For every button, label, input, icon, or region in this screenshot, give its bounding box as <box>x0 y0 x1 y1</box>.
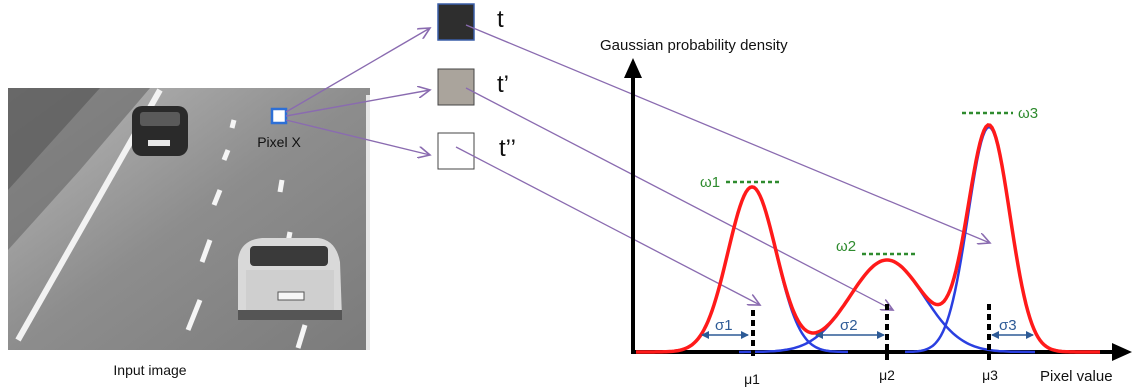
pixel-label: Pixel X <box>257 134 301 150</box>
mean-markers <box>751 304 991 360</box>
swatch-t-prime-label: t’ <box>497 71 509 98</box>
input-image <box>8 88 370 350</box>
swatch-t: t <box>437 3 504 41</box>
pixel-x-marker <box>270 107 288 125</box>
swatch-t-double-prime-box <box>437 132 475 170</box>
mean-label-2: μ2 <box>879 367 895 383</box>
x-axis-arrow <box>1112 343 1132 361</box>
weight-label-2: ω2 <box>836 238 856 255</box>
swatch-t-prime: t’ <box>437 68 509 106</box>
weight-markers <box>726 111 1013 256</box>
weight-label-1: ω1 <box>700 174 720 191</box>
mean-label-3: μ3 <box>982 367 998 383</box>
sigma-label-3: σ3 <box>999 317 1017 334</box>
chart-xlabel: Pixel value <box>1040 368 1113 385</box>
sigma-label-2: σ2 <box>840 317 858 334</box>
swatch-t-double-prime: t’’ <box>437 132 516 170</box>
mixture-curve <box>636 123 1100 354</box>
chart-ylabel: Gaussian probability density <box>600 37 788 54</box>
swatch-t-box <box>437 3 475 41</box>
sigma-label-1: σ1 <box>715 317 733 334</box>
mean-label-1: μ1 <box>744 371 760 387</box>
weight-label-3: ω3 <box>1018 105 1038 122</box>
swatch-t-label: t <box>497 6 504 33</box>
image-caption: Input image <box>113 362 186 378</box>
pixel-to-swatch-arrows <box>285 28 430 155</box>
swatch-t-prime-box <box>437 68 475 106</box>
swatch-t-double-prime-label: t’’ <box>499 135 516 162</box>
swatch-to-gaussian-arrows <box>455 24 990 310</box>
y-axis-arrow <box>624 58 642 78</box>
gaussian-chart: Gaussian probability density Pixel value… <box>600 37 1132 387</box>
gaussian-component-1 <box>656 185 848 354</box>
